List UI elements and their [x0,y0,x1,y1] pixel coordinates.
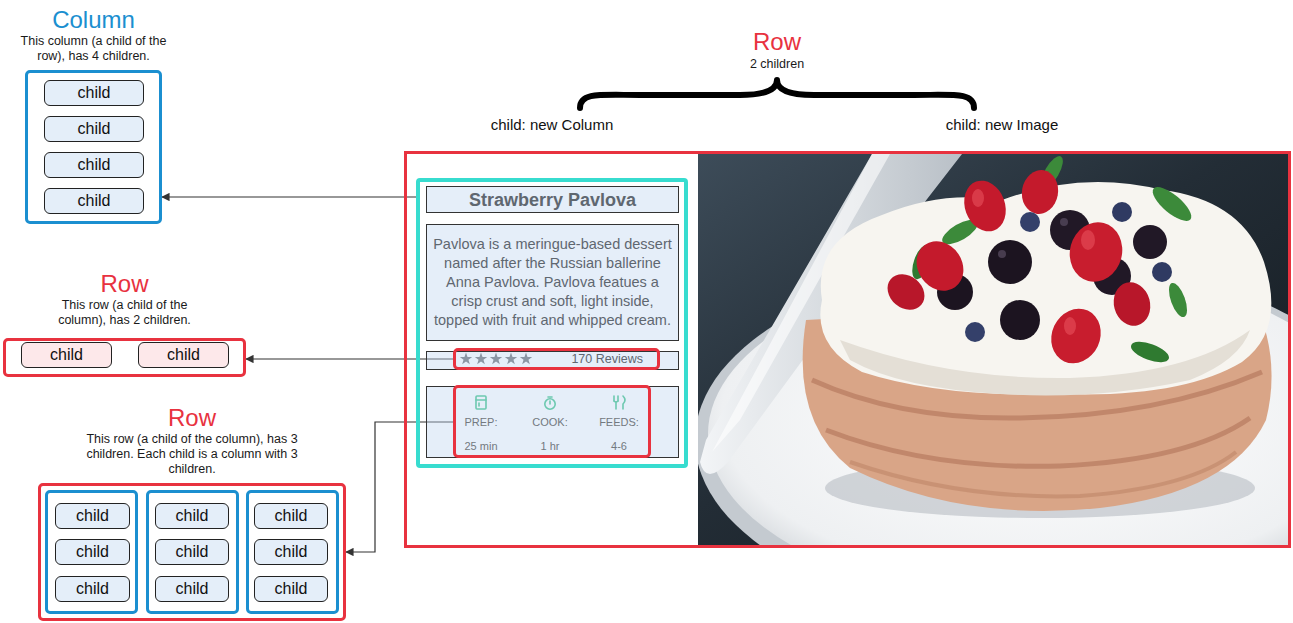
pavlova-photo [698,154,1288,546]
description-box: Pavlova is a meringue-based dessert name… [426,224,679,341]
annotation-heading: ColumnThis column (a child of the row), … [6,6,182,64]
child-label: child [76,506,109,526]
child-box: child [155,576,229,602]
annotation-heading: RowThis row (a child of the column), has… [40,270,210,328]
pavlova-photo [1112,202,1132,222]
pavlova-photo [998,250,1006,258]
pavlova-photo [965,322,985,342]
child-label: child [50,345,83,365]
pavlova-photo [972,189,984,207]
column-box: child child child [146,490,239,614]
info-box: PREP: 25 min COOK: 1 hr FEEDS: 4-6 [426,386,679,458]
child-box: child [254,503,328,529]
pavlova-photo [1064,317,1076,335]
child-label: child [176,506,209,526]
pavlova-photo [1128,338,1171,367]
child-label: child [275,542,308,562]
review-count: 170 Reviews [571,352,643,366]
child-box: child [138,342,229,368]
pavlova-photo [1018,167,1061,217]
row-annotation: childchildRowThis row (a child of the co… [3,338,246,377]
pavlova-photo [1148,182,1196,227]
pavlova-photo [1060,218,1068,226]
column-box: child child child [246,490,339,614]
child-box: child [21,342,112,368]
rating-row: 170 Reviews [453,348,660,370]
pavlova-photo [1081,230,1095,250]
heading: Row [40,270,210,298]
child-box: child [44,188,144,214]
child-label: child [176,542,209,562]
pavlova-photo [850,452,1236,496]
pavlova-photo [1063,216,1129,287]
child-box: child [55,503,130,529]
info-value: 1 hr [518,439,582,453]
heading: Row [77,404,307,432]
info-value: 4-6 [587,439,651,453]
row-box: Strawberry PavlovaPavlova is a meringue-… [404,151,1291,548]
child-label: child [275,506,308,526]
pavlova-photo [1000,300,1040,340]
child-label: child: new Column [432,115,672,135]
child-box: child [254,576,328,602]
pavlova-photo [1020,212,1040,232]
description: This column (a child of the row), has 4 … [6,34,182,64]
row-heading: Row [677,28,877,56]
annotation-heading: RowThis row (a child of the column), has… [77,404,307,477]
info-value: 25 min [449,439,513,453]
child-box: child [44,116,144,142]
recipe-description: Pavlova is a meringue-based dessert name… [431,235,674,329]
child-label: child [167,345,200,365]
title-box: Strawberry Pavlova [426,186,679,213]
child-count: 2 children [677,57,877,72]
info-row: PREP:25 minCOOK:1 hrFEEDS:4-6 [453,385,651,458]
row-annotation: childchildchildchildchildchildchildchild… [38,483,346,621]
child-box: child [44,152,144,178]
description: This row (a child of the column), has 2 … [40,298,210,328]
child-label: child [76,579,109,599]
column-box: child child child [45,490,138,614]
child-label: child [78,119,111,139]
pavlova-photo [820,182,1271,395]
pavlova-photo [1133,225,1167,259]
pavlova-photo [1165,281,1190,320]
info-label: PREP: [449,415,513,429]
column-annotation: childchildchildchildColumnThis column (a… [25,70,162,224]
pavlova-photo [840,330,1250,395]
pavlova-photo [988,240,1032,284]
pointer-arrow [162,196,416,197]
child-label: child [78,155,111,175]
info-label: FEEDS: [587,415,651,429]
pavlova-photo [1042,300,1109,371]
pavlova-photo [1109,278,1155,330]
child-box: child [155,503,229,529]
pavlova-photo [1152,262,1172,282]
child-label: child [78,191,111,211]
pointer-arrow [246,358,453,359]
heading: Column [6,6,182,34]
recipe-title: Strawberry Pavlova [469,189,636,211]
rating-box: 170 Reviews [426,351,679,370]
info-label: COOK: [518,415,582,429]
child-label: child: new Image [882,115,1122,135]
child-box: child [155,539,229,565]
child-box: child [44,80,144,106]
child-box: child [55,539,130,565]
description: This row (a child of the column), has 3 … [77,432,307,477]
pavlova-photo [826,418,1250,466]
child-label: child [176,579,209,599]
pavlova-photo [880,267,931,317]
curly-brace [580,80,974,108]
column-box: Strawberry PavlovaPavlova is a meringue-… [416,178,688,468]
child-label: child [76,542,109,562]
pavlova-photo [957,175,1012,238]
child-label: child [78,83,111,103]
child-box: child [55,576,130,602]
child-box: child [254,539,328,565]
child-label: child [275,579,308,599]
